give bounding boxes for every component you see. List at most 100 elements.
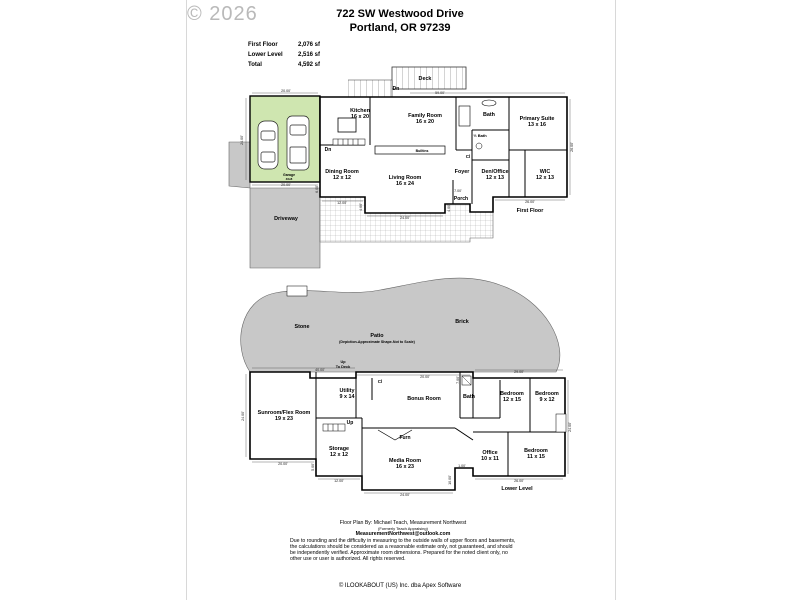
shower-icon	[461, 375, 472, 386]
dim-label: 5.00'	[311, 463, 315, 471]
interior-stairs	[322, 423, 346, 432]
bedroom-2-size: 9 x 12	[540, 397, 555, 403]
dim-label: 6.00'	[315, 185, 319, 193]
garage-dims: 46x8	[286, 177, 293, 181]
first-floor-dimensions: 20.00' 20.00' 24.00' 59.00' 12.00' 24.00…	[240, 89, 574, 220]
furnace-icon	[377, 429, 413, 441]
primary-suite-label: Primary Suite	[520, 116, 555, 122]
dim-label: 7.00'	[454, 189, 462, 193]
utility-label: Utility	[340, 388, 355, 394]
car-icon	[286, 115, 310, 171]
dim-label: 24.00'	[241, 411, 245, 421]
utility-size: 9 x 14	[340, 394, 355, 400]
dim-label: 26.00'	[525, 200, 535, 204]
dim-label: 24.00'	[240, 135, 244, 145]
garage-label: Garage	[283, 173, 295, 177]
deck-area	[391, 66, 467, 90]
office-size: 10 x 11	[481, 456, 499, 462]
car-icon	[257, 120, 279, 170]
half-bath-label: ½ Bath	[473, 133, 487, 138]
builtin-counter	[374, 145, 446, 155]
media-room-label: Media Room	[389, 458, 421, 464]
area-label: Total	[248, 62, 262, 68]
area-label: First Floor	[248, 42, 278, 48]
lower-level-outline	[249, 371, 566, 491]
patio-note: (Depiction-Approximate Shape-Not to Scal…	[339, 340, 415, 344]
address-line-2: Portland, OR 97239	[349, 22, 451, 34]
down-stairs-label: Dn	[325, 147, 332, 153]
driveway-label: Driveway	[274, 216, 298, 222]
area-value: 4,592 sf	[298, 62, 321, 68]
wic-label: WIC	[540, 169, 551, 175]
software-copyright: © ILOOKABOUT (US) Inc. dba Apex Software	[338, 583, 462, 589]
dim-label: 24.00'	[400, 493, 410, 497]
first-floor-walls	[320, 97, 567, 204]
dim-label: 7.00'	[456, 376, 460, 384]
area-row-total: Total 4,592 sf	[248, 60, 320, 70]
living-room-size: 16 x 24	[396, 181, 414, 187]
dim-label: 20.00'	[281, 183, 291, 187]
office-label: Office	[482, 450, 497, 456]
dimension-lines	[245, 367, 569, 494]
primary-suite-size: 13 x 16	[528, 122, 546, 128]
address-line-1: 722 SW Westwood Drive	[336, 8, 464, 20]
copyright-watermark: © 2026	[187, 3, 258, 25]
kitchen-island	[337, 117, 357, 133]
floorplan-credit: Floor Plan By: Michael Teach, Measuremen…	[339, 520, 467, 526]
first-floor-outline	[319, 96, 568, 214]
first-floor-labels: Deck Garage 46x8 Driveway Kitchen 16 x 2…	[274, 76, 554, 222]
bedroom-3-size: 11 x 15	[527, 454, 545, 460]
lower-level-plan: Stone Brick Patio (Depiction-Approximate…	[240, 277, 572, 497]
sunroom-label: Sunroom/Flex Room	[258, 410, 311, 416]
wic-size: 12 x 13	[536, 175, 554, 181]
dim-label: 59.00'	[435, 91, 445, 95]
sunroom-size: 19 x 23	[275, 416, 293, 422]
lower-level-dimensions: 40.00' 20.00' 29.00' 24.00' 20.00' 12.00…	[241, 368, 572, 497]
area-value: 2,076 sf	[298, 42, 321, 48]
first-floor-plan: Deck Garage 46x8 Driveway Kitchen 16 x 2…	[228, 66, 574, 269]
stone-label: Stone	[295, 324, 310, 330]
area-value: 2,516 sf	[298, 52, 321, 58]
down-stairs-label: Dn	[393, 86, 400, 92]
dim-label: 20.00'	[420, 375, 430, 379]
area-row-first: First Floor 2,076 sf	[248, 40, 320, 50]
dim-label: 26.00'	[570, 142, 574, 152]
family-room-label: Family Room	[408, 113, 442, 119]
dining-room-size: 12 x 12	[333, 175, 351, 181]
dim-label: 24.00'	[568, 422, 572, 432]
up-stairs-label: Up	[347, 420, 354, 426]
brick-label: Brick	[455, 319, 469, 325]
dim-label: 20.00'	[281, 89, 291, 93]
dining-room-label: Dining Room	[325, 169, 359, 175]
kitchen-label: Kitchen	[350, 108, 370, 114]
den-office-size: 12 x 13	[486, 175, 504, 181]
patio-label: Patio	[370, 333, 384, 339]
dim-label: 26.00'	[514, 479, 524, 483]
patio-stairs	[286, 285, 308, 297]
up-to-deck-label: Up	[340, 360, 346, 364]
living-room-label: Living Room	[389, 175, 422, 181]
bedroom-2-label: Bedroom	[535, 391, 559, 397]
disclaimer-text: Due to rounding and the difficulty in me…	[290, 537, 516, 563]
dim-label: 4.00'	[359, 203, 363, 211]
dim-label: 10.00'	[448, 475, 452, 485]
storage-size: 12 x 12	[330, 452, 348, 458]
lower-level-labels: Stone Brick Patio (Depiction-Approximate…	[258, 319, 559, 492]
bonus-room-label: Bonus Room	[407, 396, 441, 402]
bedroom-1-label: Bedroom	[500, 391, 524, 397]
footer-notes: Floor Plan By: Michael Teach, Measuremen…	[290, 520, 516, 563]
floorplan-credit-sub: (Formerly Teach Appraising)	[378, 526, 428, 532]
storage-label: Storage	[329, 446, 349, 452]
up-to-deck-label: To Deck	[336, 365, 351, 369]
builtins-label: Builtins	[416, 149, 429, 153]
bedroom-1-size: 12 x 15	[503, 397, 521, 403]
exterior-stairs	[555, 413, 567, 433]
toilet-icon	[475, 142, 483, 150]
foyer-label: Foyer	[455, 169, 471, 175]
lower-level-walls	[315, 372, 565, 476]
porch-label: Porch	[454, 196, 468, 202]
closet-label: Cl	[378, 379, 383, 384]
